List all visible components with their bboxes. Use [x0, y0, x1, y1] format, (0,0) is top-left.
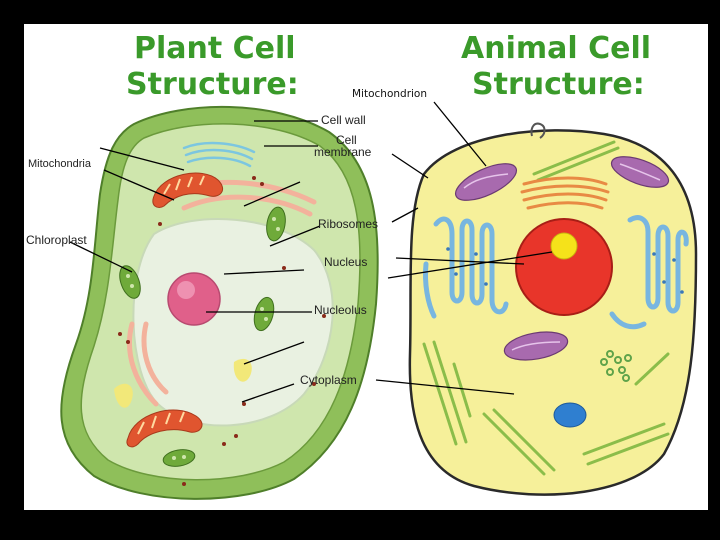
plant-cell-title-line1: Plant Cell [134, 31, 296, 66]
label-mitochondria: Mitochondria [28, 158, 91, 170]
label-nucleus: Nucleus [324, 255, 368, 269]
label-cell-wall: Cell wall [321, 113, 366, 127]
animal-cell [408, 122, 698, 496]
label-mitochondrion: Mitochondrion [352, 88, 428, 100]
animal-golgi [520, 176, 610, 210]
central-vacuole [132, 218, 334, 427]
label-chloroplast: Chloroplast [26, 233, 87, 247]
animal-cell-title-line1: Animal Cell [461, 31, 652, 66]
slide: Plant Cell Structure: Animal Cell Struct… [24, 24, 708, 510]
animal-lysosome [553, 402, 587, 428]
animal-granules [600, 350, 632, 382]
label-cell-membrane-line2: membrane [314, 145, 372, 159]
plant-nucleolus [167, 272, 221, 326]
label-cytoplasm: Cytoplasm [300, 373, 357, 387]
animal-nucleolus [550, 232, 578, 260]
plant-mitochondrion-bottom [126, 409, 203, 448]
plant-cell-title-line2: Structure: [126, 67, 299, 102]
cells-diagram [60, 101, 698, 500]
label-nucleolus: Nucleolus [314, 303, 367, 317]
animal-centriole [530, 122, 546, 139]
chloroplast [119, 206, 286, 467]
plant-ribosomes [118, 176, 326, 486]
leader-lines [69, 101, 553, 403]
label-cell-membrane-line1: Cell [336, 133, 357, 147]
plant-endoplasmic-reticulum [127, 179, 317, 407]
label-ribosomes: Ribosomes [318, 217, 379, 231]
plant-golgi [182, 141, 256, 168]
animal-cell-title-line2: Structure: [472, 67, 645, 102]
cytoskeleton [422, 140, 670, 476]
plant-vesicles [114, 358, 252, 408]
animal-nucleus [515, 218, 613, 316]
